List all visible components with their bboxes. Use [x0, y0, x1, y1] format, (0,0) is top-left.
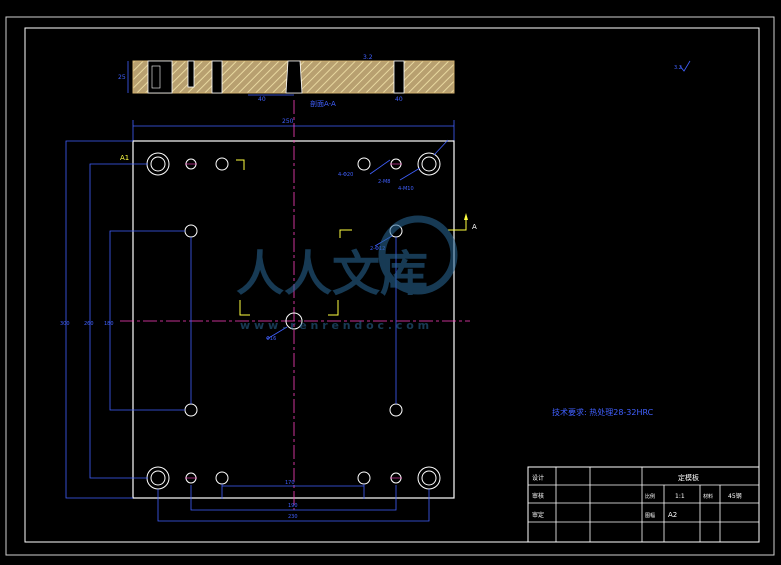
watermark-url: w w w . r e n r e n d o c . c o m: [240, 319, 429, 332]
svg-text:230: 230: [288, 514, 298, 520]
section-label: 剖面A-A: [310, 99, 336, 108]
svg-text:4-Φ20: 4-Φ20: [338, 172, 353, 178]
inner-frame: [24, 27, 760, 543]
section-view: 25 40 40 剖面A-A 3.2: [118, 54, 455, 108]
watermark-brand: 人人文库: [236, 246, 428, 302]
watermark: 人人文库 w w w . r e n r e n d o c . c o m: [236, 215, 458, 332]
plate-dimensions: [65, 139, 449, 522]
section-height-dim: 25: [118, 74, 126, 81]
section-dim-right: 40: [395, 96, 403, 103]
svg-text:Φ16: Φ16: [266, 336, 276, 342]
svg-text:180: 180: [104, 321, 114, 327]
mold-plate-outline: [132, 140, 455, 499]
section-roughness: 3.2: [363, 54, 373, 61]
part-name: 定模板: [678, 473, 699, 482]
svg-text:260: 260: [84, 321, 94, 327]
sheet-value: A2: [668, 511, 677, 519]
dimension-text: 300 260 180 170 190 230 4-Φ20 2-M8 4-M10…: [60, 172, 414, 520]
title-row-label: 设计: [532, 474, 544, 482]
title-row-label: 审定: [532, 511, 544, 519]
svg-text:A1: A1: [120, 154, 129, 162]
svg-text:300: 300: [60, 321, 70, 327]
svg-text:2-Φ12: 2-Φ12: [370, 246, 385, 252]
svg-text:3.2: 3.2: [674, 65, 682, 71]
material-label: 材料: [703, 493, 713, 500]
title-block: 定模板 设计 审核 审定 比例 1:1 材料 45钢 图幅 A2: [527, 466, 760, 543]
outer-frame: [5, 16, 775, 556]
scale-value: 1:1: [675, 493, 685, 500]
top-width-dimension: 250: [132, 118, 455, 141]
section-cut-marker: A A1: [120, 154, 477, 316]
svg-text:250: 250: [282, 118, 294, 125]
section-dim-left: 40: [258, 96, 266, 103]
svg-text:A: A: [472, 223, 477, 231]
hole-center-marks: [185, 163, 402, 479]
svg-text:4-M10: 4-M10: [398, 186, 414, 192]
corner-roughness: 3.2: [674, 60, 691, 72]
guide-pillar-holes: [146, 152, 441, 490]
scale-label: 比例: [645, 493, 655, 500]
sheet-label: 图幅: [645, 512, 655, 519]
material-value: 45钢: [728, 492, 742, 500]
svg-text:2-M8: 2-M8: [378, 179, 390, 185]
svg-text:170: 170: [285, 480, 295, 486]
title-row-label: 审核: [532, 492, 544, 500]
technical-requirements: 技术要求: 热处理28-32HRC: [552, 407, 654, 417]
svg-text:190: 190: [288, 503, 298, 509]
